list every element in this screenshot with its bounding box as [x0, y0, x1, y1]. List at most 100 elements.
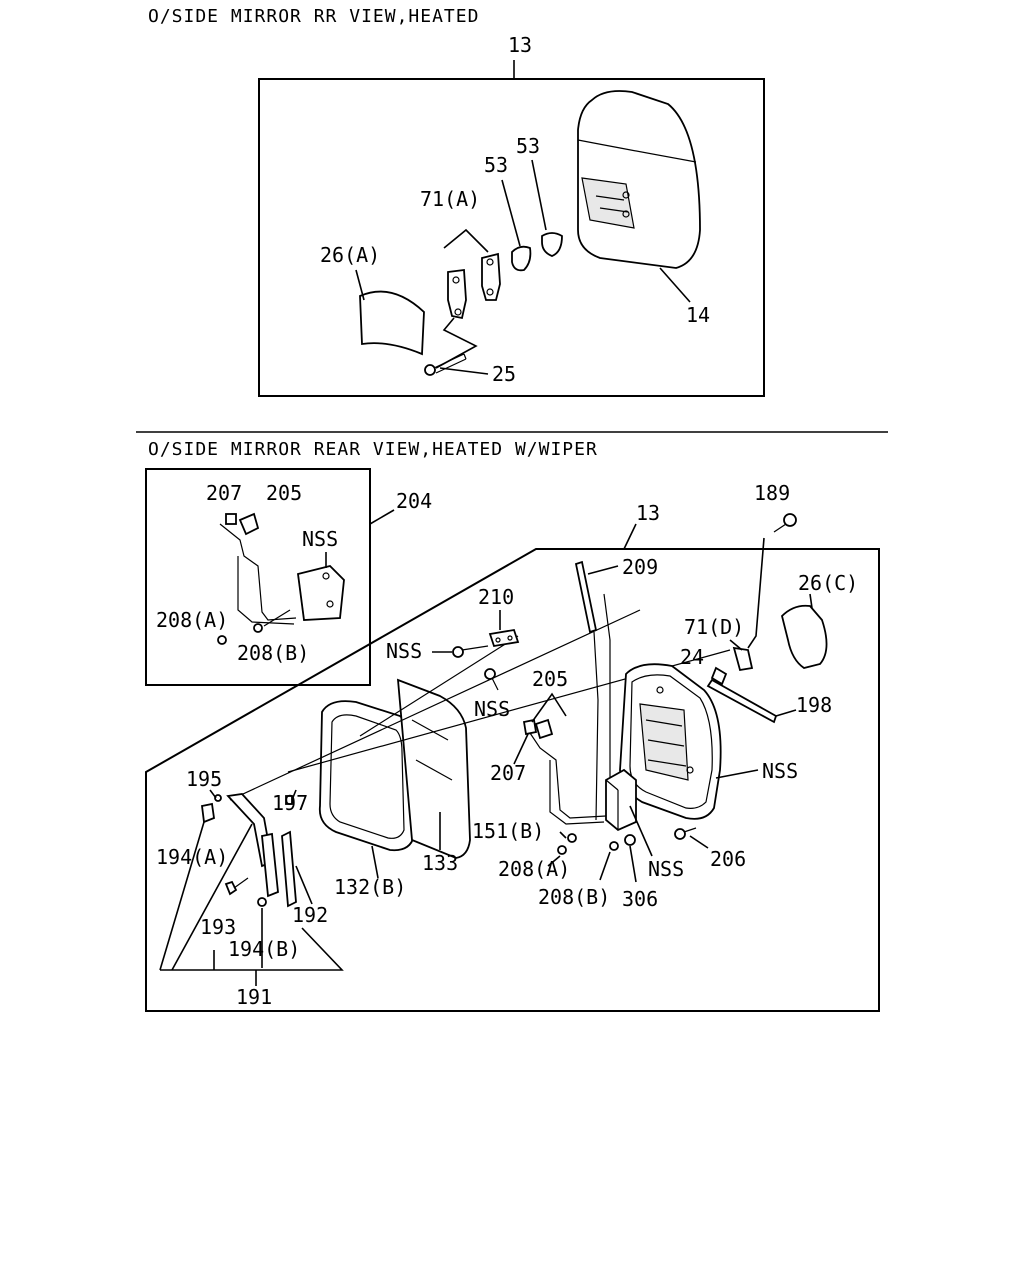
label-133: 133 [422, 851, 458, 875]
label-nss2: NSS [386, 639, 422, 663]
bracket-191 [160, 927, 344, 971]
label-206: 206 [710, 847, 746, 871]
label-194a: 194(A) [156, 845, 228, 869]
frame-132b [318, 700, 415, 852]
leader-197 [291, 789, 297, 801]
leader-53b [531, 159, 547, 231]
leader-204 [369, 509, 395, 525]
label-nss1: NSS [302, 527, 338, 551]
leader-208a [547, 855, 561, 867]
label-53b: 53 [516, 134, 540, 158]
label-208b-inset: 208(B) [237, 641, 309, 665]
inset-harness [217, 512, 345, 645]
leader-26c [809, 593, 813, 609]
bracket-71a [447, 252, 501, 320]
label-208a: 208(A) [498, 857, 570, 881]
diagram-rear-view-wiper: O/SIDE MIRROR REAR VIEW,HEATED W/WIPER [145, 439, 880, 1012]
glass-133 [396, 678, 471, 859]
leader-132b [371, 845, 379, 879]
label-53a: 53 [484, 153, 508, 177]
main-frame [145, 548, 880, 1012]
label-nss5: NSS [648, 857, 684, 881]
label-209: 209 [622, 555, 658, 579]
leader-25 [439, 367, 489, 375]
leader-192 [295, 865, 313, 905]
label-nss4: NSS [762, 759, 798, 783]
leader-nss5 [629, 805, 653, 857]
rod-198 [706, 666, 778, 724]
wiper-arm-assembly [201, 793, 297, 908]
label-191: 191 [236, 985, 272, 1009]
label-132b: 132(B) [334, 875, 406, 899]
inset-frame-204 [145, 468, 371, 686]
label-24: 24 [680, 645, 704, 669]
leader-nss4 [715, 769, 759, 779]
frame-132b-inner [329, 714, 405, 839]
cover-26c [781, 604, 828, 669]
label-207b: 207 [490, 761, 526, 785]
mirror-housing-14 [577, 90, 701, 269]
leader-53a [501, 179, 521, 247]
label-26a: 26(A) [320, 243, 380, 267]
leader-26a [355, 269, 365, 301]
leader-206 [689, 835, 709, 849]
leader-306 [629, 845, 637, 883]
label-210: 210 [478, 585, 514, 609]
screw-nss2 [452, 645, 489, 658]
bracket-210 [488, 628, 520, 648]
leader-189 [747, 537, 765, 649]
label-197: 197 [272, 791, 308, 815]
label-204: 204 [396, 489, 432, 513]
label-198: 198 [796, 693, 832, 717]
label-nss3: NSS [474, 697, 510, 721]
center-harness [522, 718, 607, 855]
label-208b: 208(B) [538, 885, 610, 909]
rod-209 [574, 560, 611, 821]
leader-208b [599, 851, 611, 881]
leader-71a [443, 228, 489, 253]
assembly-axis-1 [229, 609, 641, 801]
glass-hatch-1 [411, 719, 449, 741]
label-151b: 151(B) [472, 819, 544, 843]
leader-209 [587, 565, 619, 575]
screw-189 [773, 513, 797, 533]
label-13: 13 [508, 33, 532, 57]
leader-195 [209, 789, 217, 799]
label-71a: 71(A) [420, 187, 480, 211]
label-205b: 205 [532, 667, 568, 691]
leader-14 [659, 267, 691, 303]
leader-198 [775, 709, 797, 717]
leader-151b [559, 831, 567, 839]
leader-13b [623, 523, 637, 550]
clip-53a [511, 245, 532, 272]
label-25: 25 [492, 362, 516, 386]
label-189: 189 [754, 481, 790, 505]
clip-71d [732, 646, 754, 672]
label-195: 195 [186, 767, 222, 791]
label-192: 192 [292, 903, 328, 927]
label-208a-inset: 208(A) [156, 608, 228, 632]
label-306: 306 [622, 887, 658, 911]
bracket-191-left [159, 821, 205, 971]
leader-bracket-chain [435, 317, 478, 369]
label-13b: 13 [636, 501, 660, 525]
assembly-axis-3 [359, 635, 519, 737]
leader-205b [531, 692, 567, 723]
diagram1-frame [258, 78, 765, 397]
cover-26a [359, 290, 425, 356]
label-193: 193 [200, 915, 236, 939]
label-71d: 71(D) [684, 615, 744, 639]
leader-71d [729, 639, 743, 651]
diagram1-title: O/SIDE MIRROR RR VIEW,HEATED [148, 6, 479, 27]
leader-207b [513, 733, 529, 765]
diagram2-title: O/SIDE MIRROR REAR VIEW,HEATED W/WIPER [148, 439, 598, 460]
label-207a: 207 [206, 481, 242, 505]
label-205a: 205 [266, 481, 302, 505]
glass-hatch-2 [415, 759, 453, 781]
mirror-body-right [619, 663, 722, 820]
label-26c: 26(C) [798, 571, 858, 595]
diagram-rr-view: O/SIDE MIRROR RR VIEW,HEATED [148, 6, 765, 397]
screw-206 [674, 827, 697, 840]
screw-nss3 [484, 668, 499, 691]
